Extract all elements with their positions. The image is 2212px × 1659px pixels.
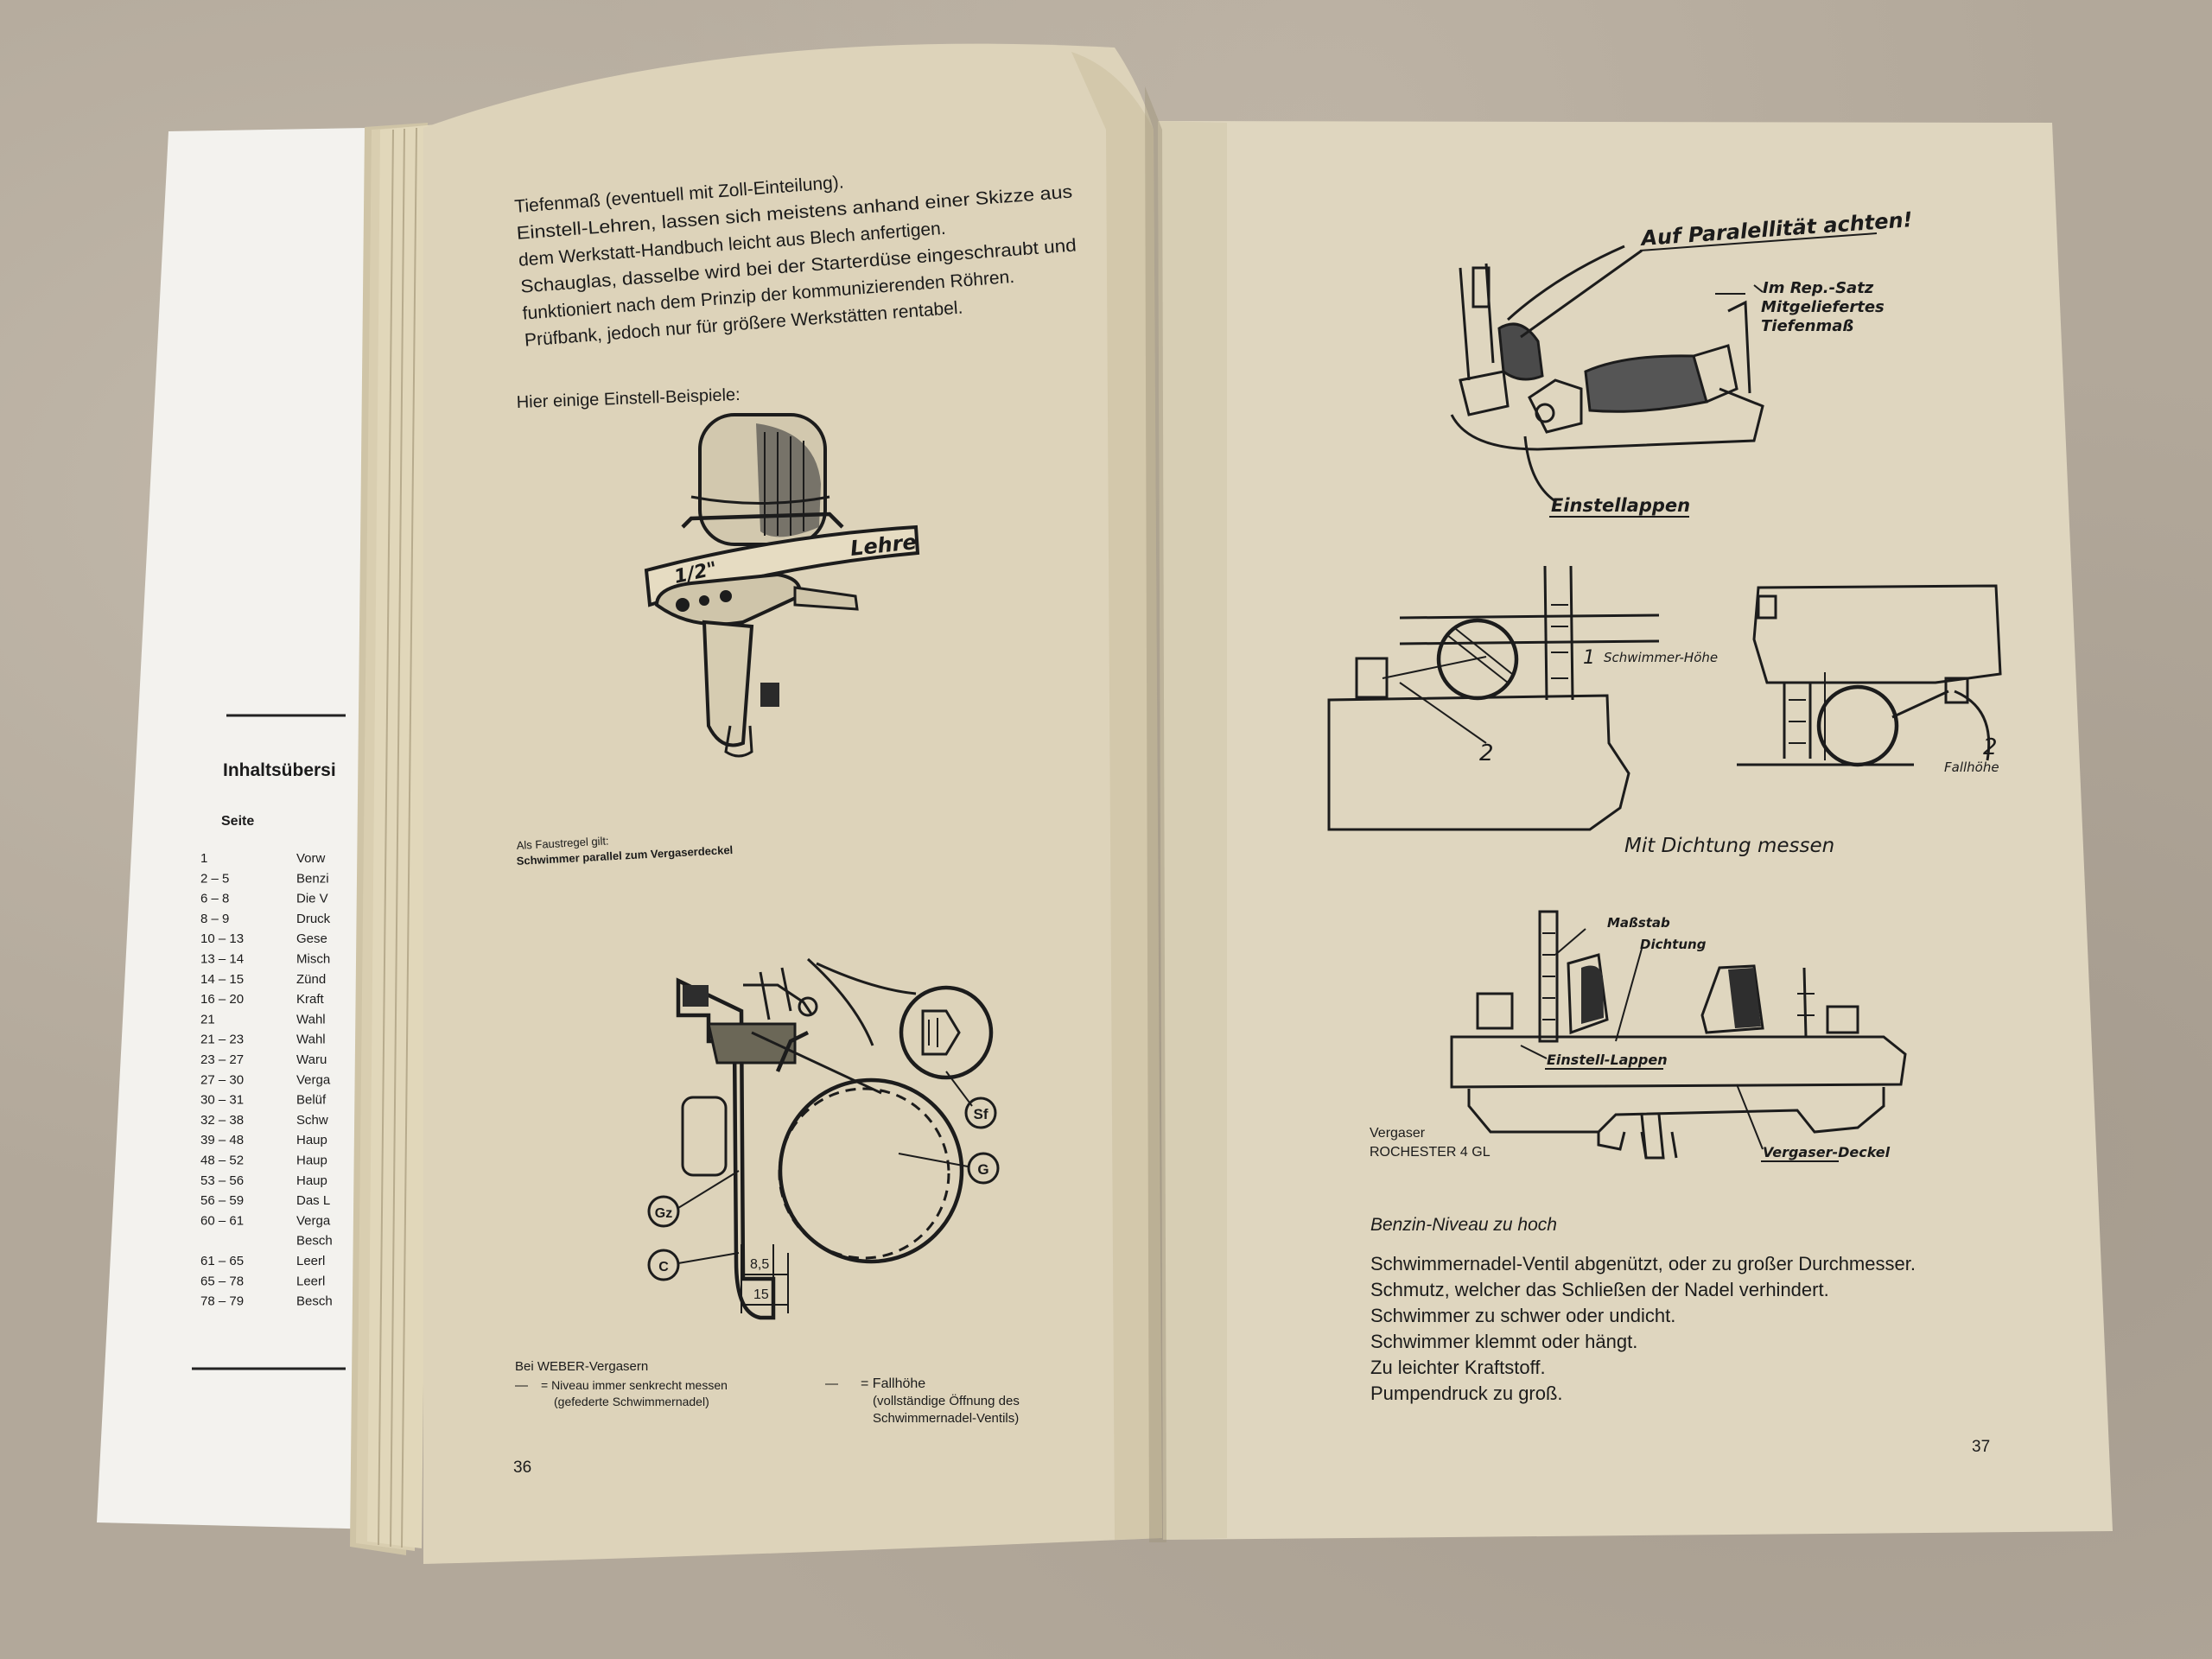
note-rep-line-1: Im Rep.-Satz <box>1763 279 1874 297</box>
cause-line: Schwimmer klemmt oder hängt. <box>1370 1331 1637 1352</box>
cause-line: Schmutz, welcher das Schließen der Nadel… <box>1370 1279 1829 1300</box>
toc-pages: 32 – 38 <box>200 1113 244 1128</box>
right-page-number: 37 <box>1972 1438 1990 1456</box>
note-rep-line-3: Tiefenmaß <box>1761 317 1853 335</box>
toc-title-cell: Wahl <box>296 1012 326 1027</box>
dichtung-label: Dichtung <box>1640 937 1707 952</box>
toc-pages: 23 – 27 <box>200 1052 244 1067</box>
page-stack <box>350 123 436 1555</box>
float-gauge-illustration: Lehre 1/2" <box>644 413 920 758</box>
vergaser-deckel-label: Vergaser-Deckel <box>1763 1144 1891 1160</box>
legend-dash-solid: — <box>515 1378 528 1393</box>
gutter-shadow <box>1145 86 1166 1542</box>
float-height-illustration: 1 Schwimmer-Höhe 2 2 Fallhöhe <box>1327 565 2002 831</box>
rochester-illustration: Maßstab Dichtung Einstell-Lappen Vergase… <box>1450 910 1907 1162</box>
toc-pages: 60 – 61 <box>200 1213 244 1228</box>
toc-pages: 48 – 52 <box>200 1154 244 1168</box>
fallhoehe-label: Fallhöhe <box>1944 760 1999 775</box>
toc-pages: 61 – 65 <box>200 1254 244 1268</box>
toc-title-cell: Verga <box>296 1072 331 1087</box>
mit-dichtung-label: Mit Dichtung messen <box>1624 835 1834 857</box>
toc-pages: 14 – 15 <box>200 972 244 987</box>
toc-title-cell: Kraft <box>296 992 325 1007</box>
vergaser-label-2: ROCHESTER 4 GL <box>1370 1145 1491 1160</box>
toc-pages: 27 – 30 <box>200 1072 244 1087</box>
toc-title-cell: Waru <box>296 1052 327 1067</box>
toc-title-cell: Druck <box>296 912 331 926</box>
toc-title-cell: Haup <box>296 1133 327 1147</box>
num-1: 1 <box>1583 647 1595 669</box>
toc-pages: 21 – 23 <box>200 1033 244 1047</box>
cause-line: Pumpendruck zu groß. <box>1370 1382 1563 1404</box>
toc-seite-label: Seite <box>221 814 254 829</box>
toc-title-cell: Haup <box>296 1154 327 1168</box>
toc-title-cell: Die V <box>296 892 328 906</box>
legend-a-line-2: (gefederte Schwimmernadel) <box>554 1395 709 1408</box>
toc-pages: 10 – 13 <box>200 931 244 946</box>
toc-pages: 16 – 20 <box>200 992 244 1007</box>
benzin-heading: Benzin-Niveau zu hoch <box>1370 1215 1557 1235</box>
toc-title-cell: Besch <box>296 1294 333 1309</box>
label-sf: Sf <box>974 1106 988 1122</box>
num-2-right: 2 <box>1983 734 1998 760</box>
toc-pages: 6 – 8 <box>200 892 229 906</box>
toc-pages: 53 – 56 <box>200 1173 244 1188</box>
num-2-left: 2 <box>1479 741 1494 766</box>
toc-title-cell: Zünd <box>296 972 326 987</box>
float-height-label: Schwimmer-Höhe <box>1604 650 1718 665</box>
toc-pages: 78 – 79 <box>200 1294 244 1309</box>
massstab-label: Maßstab <box>1607 915 1670 931</box>
dim-8-5: 8,5 <box>750 1257 769 1272</box>
label-gz: Gz <box>655 1206 672 1221</box>
toc-pages: 30 – 31 <box>200 1093 244 1108</box>
note-rep-line-2: Mitgeliefertes <box>1761 298 1885 316</box>
toc-pages: 39 – 48 <box>200 1133 244 1147</box>
legend-dash-long: — <box>825 1376 838 1391</box>
toc-title-cell: Gese <box>296 931 327 946</box>
back-sheet: Inhaltsübersi Seite 1 Vorw 2 – 5 Benzi 6 – 8… <box>97 128 380 1529</box>
toc-title-cell: Belüf <box>296 1093 327 1108</box>
toc-title-cell: Verga <box>296 1213 331 1228</box>
toc-pages: 13 – 14 <box>200 952 244 967</box>
toc-pages: 1 <box>200 851 207 866</box>
legend-b-line-1: = Fallhöhe <box>861 1376 925 1391</box>
toc-title-cell: Wahl <box>296 1033 326 1047</box>
label-c: C <box>658 1260 669 1274</box>
toc-title-cell: Leerl <box>296 1254 325 1268</box>
toc-title-cell: Vorw <box>296 851 326 866</box>
legend-b-line-2: (vollständige Öffnung des <box>873 1393 1020 1408</box>
toc-title-cell: Leerl <box>296 1274 325 1288</box>
toc-title-cell: Misch <box>296 952 330 967</box>
rule-of-thumb-line-1: Als Faustregel gilt: <box>516 834 609 852</box>
toc-pages: 65 – 78 <box>200 1274 244 1288</box>
left-page-number: 36 <box>513 1459 531 1477</box>
weber-heading: Bei WEBER-Vergasern <box>515 1359 648 1374</box>
toc-title-cell: Das L <box>296 1193 330 1208</box>
einstell-lappen-label: Einstell-Lappen <box>1547 1052 1668 1068</box>
legend-a-line-1: = Niveau immer senkrecht messen <box>541 1378 728 1392</box>
right-page: Auf Paralellität achten! Im Rep.-Satz Mi… <box>1158 121 2113 1540</box>
cause-line: Schwimmer zu schwer oder undicht. <box>1370 1305 1675 1326</box>
label-g: G <box>977 1161 988 1178</box>
dim-15: 15 <box>753 1287 769 1302</box>
legend-b-line-3: Schwimmernadel-Ventils) <box>873 1411 1019 1426</box>
toc-pages: 2 – 5 <box>200 871 229 886</box>
toc-title-cell: Benzi <box>296 871 329 886</box>
cause-line: Zu leichter Kraftstoff. <box>1370 1357 1546 1378</box>
toc-title: Inhaltsübersi <box>223 760 336 780</box>
toc-title-cell: Haup <box>296 1173 327 1188</box>
left-page: Tiefenmaß (eventuell mit Zoll-Einteilung… <box>423 43 1162 1564</box>
toc-title-cell: Besch <box>296 1234 333 1249</box>
vergaser-label-1: Vergaser <box>1370 1126 1426 1141</box>
toc-pages: 56 – 59 <box>200 1193 244 1208</box>
toc-pages: 21 <box>200 1012 215 1027</box>
note-einstelllappen: Einstellappen <box>1551 495 1690 516</box>
cause-line: Schwimmernadel-Ventil abgenützt, oder zu… <box>1370 1253 1916 1274</box>
toc-list: 1 Vorw 2 – 5 Benzi 6 – 8 Die V 8 – 9 Druck 10 – … <box>200 851 333 1309</box>
weber-section-illustration: Sf G Gz C 8,5 15 <box>647 957 1000 1320</box>
toc-pages: 8 – 9 <box>200 912 229 926</box>
toc-title-cell: Schw <box>296 1113 328 1128</box>
